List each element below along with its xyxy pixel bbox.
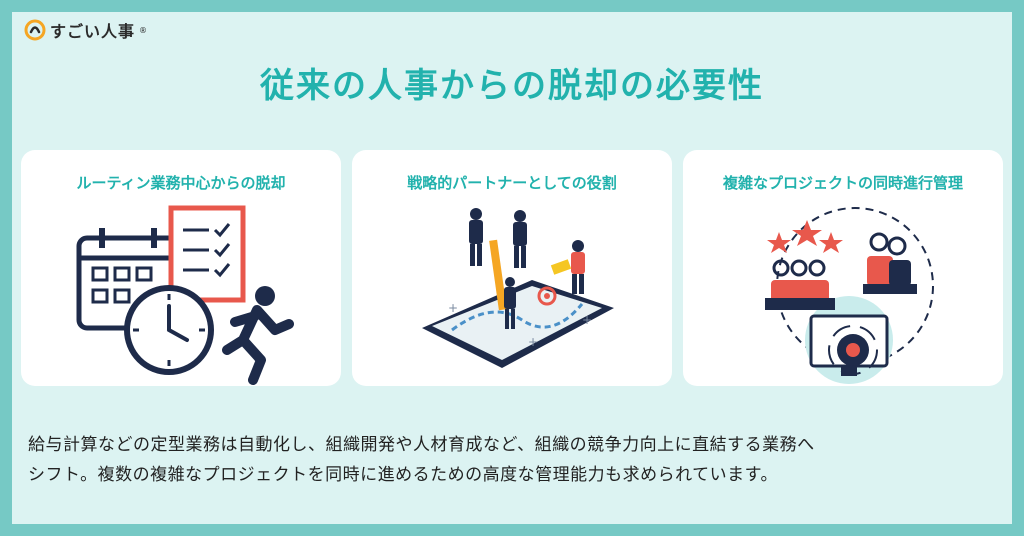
description-line: シフト。複数の複雑なプロジェクトを同時に進めるための高度な管理能力も求められてい… bbox=[28, 465, 778, 485]
page-title: 従来の人事からの脱却の必要性 bbox=[260, 66, 764, 106]
svg-text:+: + bbox=[448, 301, 458, 315]
description: 給与計算などの定型業務は自動化し、組織開発や人材育成など、組織の競争力向上に直結… bbox=[28, 430, 1008, 490]
card-project-management: 複雑なプロジェクトの同時進行管理 bbox=[683, 150, 1003, 386]
card-strategic-partner: 戦略的パートナーとしての役割 + + + bbox=[352, 150, 672, 386]
card-title: 戦略的パートナーとしての役割 bbox=[407, 174, 617, 192]
card-title: ルーティン業務中心からの脱却 bbox=[76, 174, 286, 192]
strategy-map-team-icon: + + + bbox=[422, 208, 614, 368]
svg-text:+: + bbox=[528, 335, 538, 349]
brand-name: すごい人事 bbox=[50, 22, 136, 41]
brand-logo[interactable]: すごい人事 ® bbox=[24, 18, 147, 42]
card-title: 複雑なプロジェクトの同時進行管理 bbox=[722, 174, 963, 192]
svg-text:+: + bbox=[582, 313, 592, 327]
project-management-icon bbox=[765, 207, 934, 384]
logo-mark-icon bbox=[24, 19, 46, 41]
description-line: 給与計算などの定型業務は自動化し、組織開発や人材育成など、組織の競争力向上に直結… bbox=[28, 435, 815, 455]
card-routine: ルーティン業務中心からの脱却 bbox=[21, 150, 341, 386]
clock-calendar-runner-icon bbox=[76, 205, 294, 385]
registered-mark: ® bbox=[139, 25, 148, 35]
